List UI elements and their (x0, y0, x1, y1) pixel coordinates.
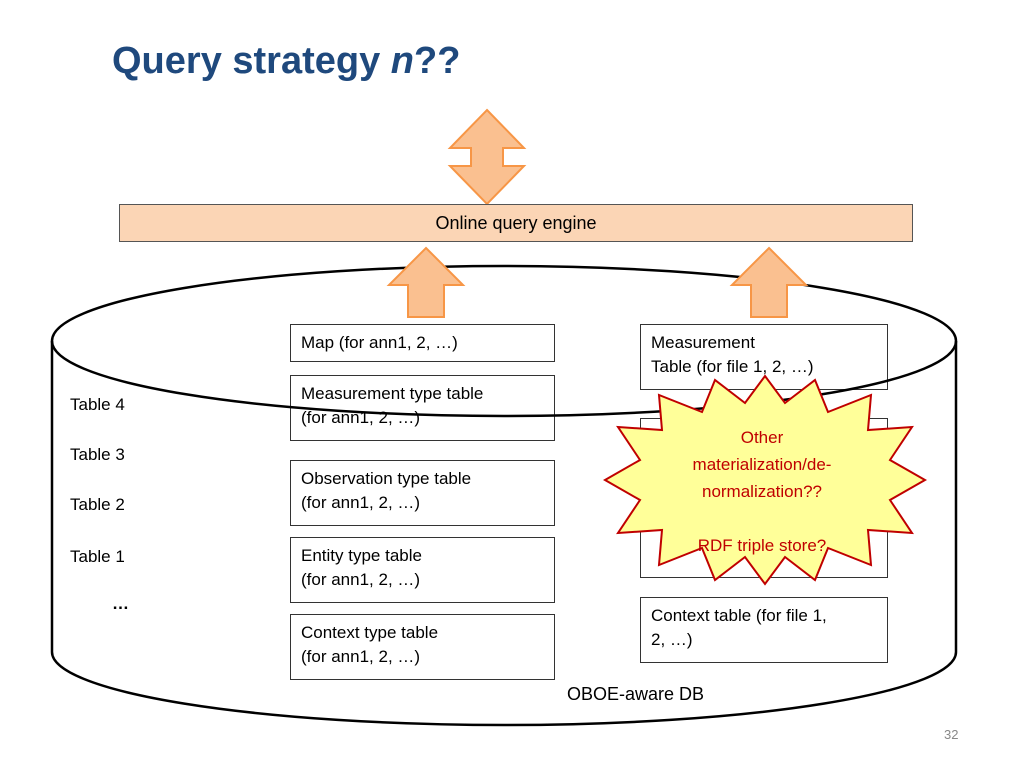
table-box-line: Map (for ann1, 2, …) (301, 333, 458, 352)
row-label-table-1: Table 1 (70, 547, 125, 566)
title-main: Query strategy (112, 40, 391, 82)
table-box-line: Observation type table (301, 469, 472, 488)
table-box-line: Context table (for file 1, (651, 606, 827, 625)
starburst-line: RDF triple store? (697, 536, 827, 555)
table-box-line: (for ann1, 2, …) (301, 570, 421, 589)
table-box-line: Entity type table (301, 546, 422, 565)
up-arrow-right-icon (729, 246, 809, 318)
starburst-shape (602, 374, 928, 586)
table-box-line: Context type table (301, 623, 439, 642)
starburst-line: materialization/de- (692, 455, 832, 474)
table-box-line: Table (for file 1, 2, …) (651, 357, 814, 376)
table-box-context-type: Context type table (for ann1, 2, …) (290, 614, 555, 680)
page-number: 32 (944, 727, 959, 742)
starburst-line: normalization?? (701, 482, 822, 501)
online-query-engine: Online query engine (119, 204, 913, 242)
title-suffix: ?? (414, 40, 461, 82)
db-cylinder-top (50, 264, 958, 418)
table-box-entity-type: Entity type table (for ann1, 2, …) (290, 537, 555, 603)
table-box-line: 2, …) (651, 630, 693, 649)
starburst-line: Other (740, 428, 784, 447)
starburst-spacer (612, 505, 912, 532)
ellipsis: … (112, 594, 129, 613)
row-label-table-3: Table 3 (70, 445, 125, 464)
table-box-line: Measurement type table (301, 384, 484, 403)
row-label-table-2: Table 2 (70, 495, 125, 514)
table-box-line: (for ann1, 2, …) (301, 647, 421, 666)
table-box-line: Measurement (651, 333, 755, 352)
starburst-callout: Other materialization/de- normalization?… (612, 424, 912, 559)
table-box-measurement-type: Measurement type table (for ann1, 2, …) (290, 375, 555, 441)
up-arrow-left-icon (386, 246, 466, 318)
engine-label: Online query engine (435, 212, 597, 233)
table-box-line: (for ann1, 2, …) (301, 493, 421, 512)
table-box-map: Map (for ann1, 2, …) (290, 324, 555, 362)
table-box-context: Context table (for file 1, 2, …) (640, 597, 888, 663)
db-label: OBOE-aware DB (567, 684, 705, 704)
slide-title: Query strategy n?? (112, 40, 460, 83)
row-label-table-4: Table 4 (70, 395, 125, 414)
title-italic-n: n (390, 40, 415, 82)
table-box-observation-type: Observation type table (for ann1, 2, …) (290, 460, 555, 526)
